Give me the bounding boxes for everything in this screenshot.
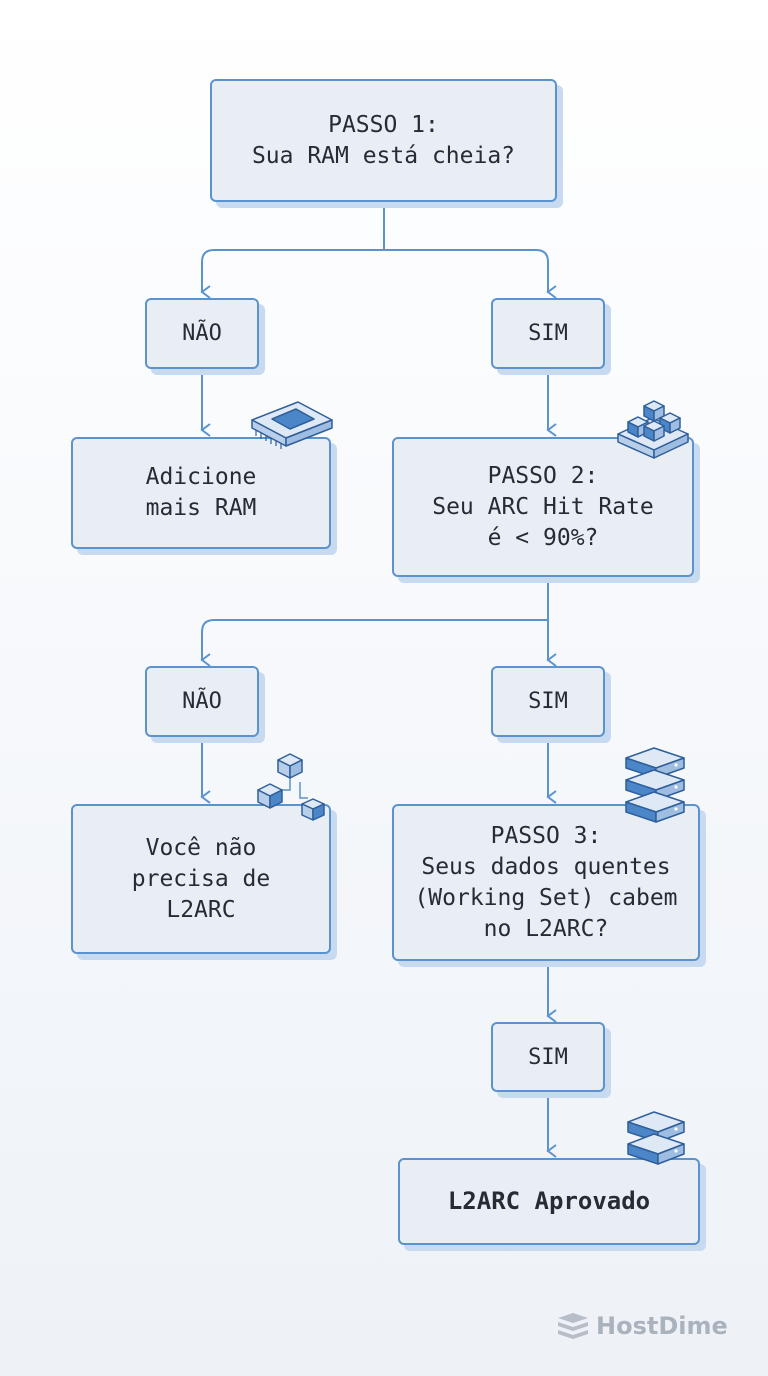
- connector-step2-no: [200, 619, 549, 667]
- brand-name: HostDime: [596, 1312, 728, 1340]
- connector-step1-no: [200, 249, 385, 299]
- result-no-l2arc-box: Você não precisa de L2ARC: [71, 804, 331, 954]
- ram-module-icon: [251, 401, 333, 449]
- step2-question-box: PASSO 2: Seu ARC Hit Rate é < 90%?: [392, 437, 694, 577]
- hostdime-logo: HostDime: [556, 1312, 728, 1340]
- step2-yes-label: SIM: [491, 666, 605, 737]
- step1-question-box: PASSO 1: Sua RAM está cheia?: [210, 79, 557, 202]
- server-stack-icon: [625, 747, 685, 823]
- connected-cubes-icon: [257, 753, 325, 821]
- hostdime-logo-icon: [558, 1313, 588, 1339]
- result-add-ram-box: Adicione mais RAM: [71, 437, 331, 549]
- server-icon: [627, 1111, 685, 1165]
- step1-yes-label: SIM: [491, 298, 605, 369]
- step1-no-label: NÃO: [145, 298, 259, 369]
- result-l2arc-approved-box: L2ARC Aprovado: [398, 1158, 700, 1245]
- step3-question-box: PASSO 3: Seus dados quentes (Working Set…: [392, 804, 700, 961]
- connector-step1-yes: [383, 249, 557, 299]
- step2-no-label: NÃO: [145, 666, 259, 737]
- step3-yes-label: SIM: [491, 1022, 605, 1092]
- blocks-stack-icon: [617, 400, 689, 459]
